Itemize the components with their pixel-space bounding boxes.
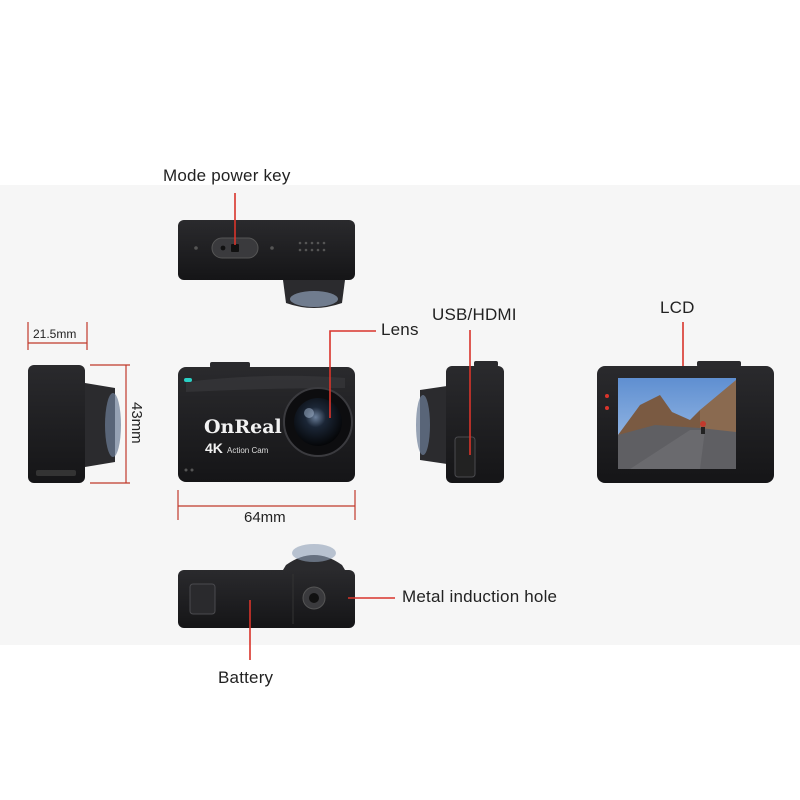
side-view-camera bbox=[28, 365, 121, 483]
usb-side-view-camera bbox=[416, 361, 504, 483]
callout-lens: Lens bbox=[381, 320, 419, 339]
lcd-screen bbox=[618, 378, 736, 469]
callout-mode-power-key: Mode power key bbox=[163, 166, 291, 185]
dimension-lines bbox=[27, 322, 356, 520]
dimension-depth: 21.5mm bbox=[33, 327, 77, 341]
lcd-view-camera bbox=[597, 361, 774, 483]
callout-lines bbox=[234, 193, 684, 660]
resolution-badge: 4K bbox=[205, 440, 223, 456]
top-view-camera bbox=[178, 220, 355, 308]
bottom-view-camera bbox=[178, 544, 355, 628]
callout-metal-induction-hole: Metal induction hole bbox=[402, 587, 558, 606]
brand-logo: OnReal bbox=[204, 416, 282, 438]
model-label: Action Cam bbox=[227, 446, 269, 455]
callout-lcd: LCD bbox=[660, 298, 695, 317]
callout-usb-hdmi: USB/HDMI bbox=[432, 305, 517, 324]
dimension-height: 43mm bbox=[128, 402, 145, 444]
callout-battery: Battery bbox=[218, 668, 274, 687]
dimension-width: 64mm bbox=[244, 509, 286, 526]
